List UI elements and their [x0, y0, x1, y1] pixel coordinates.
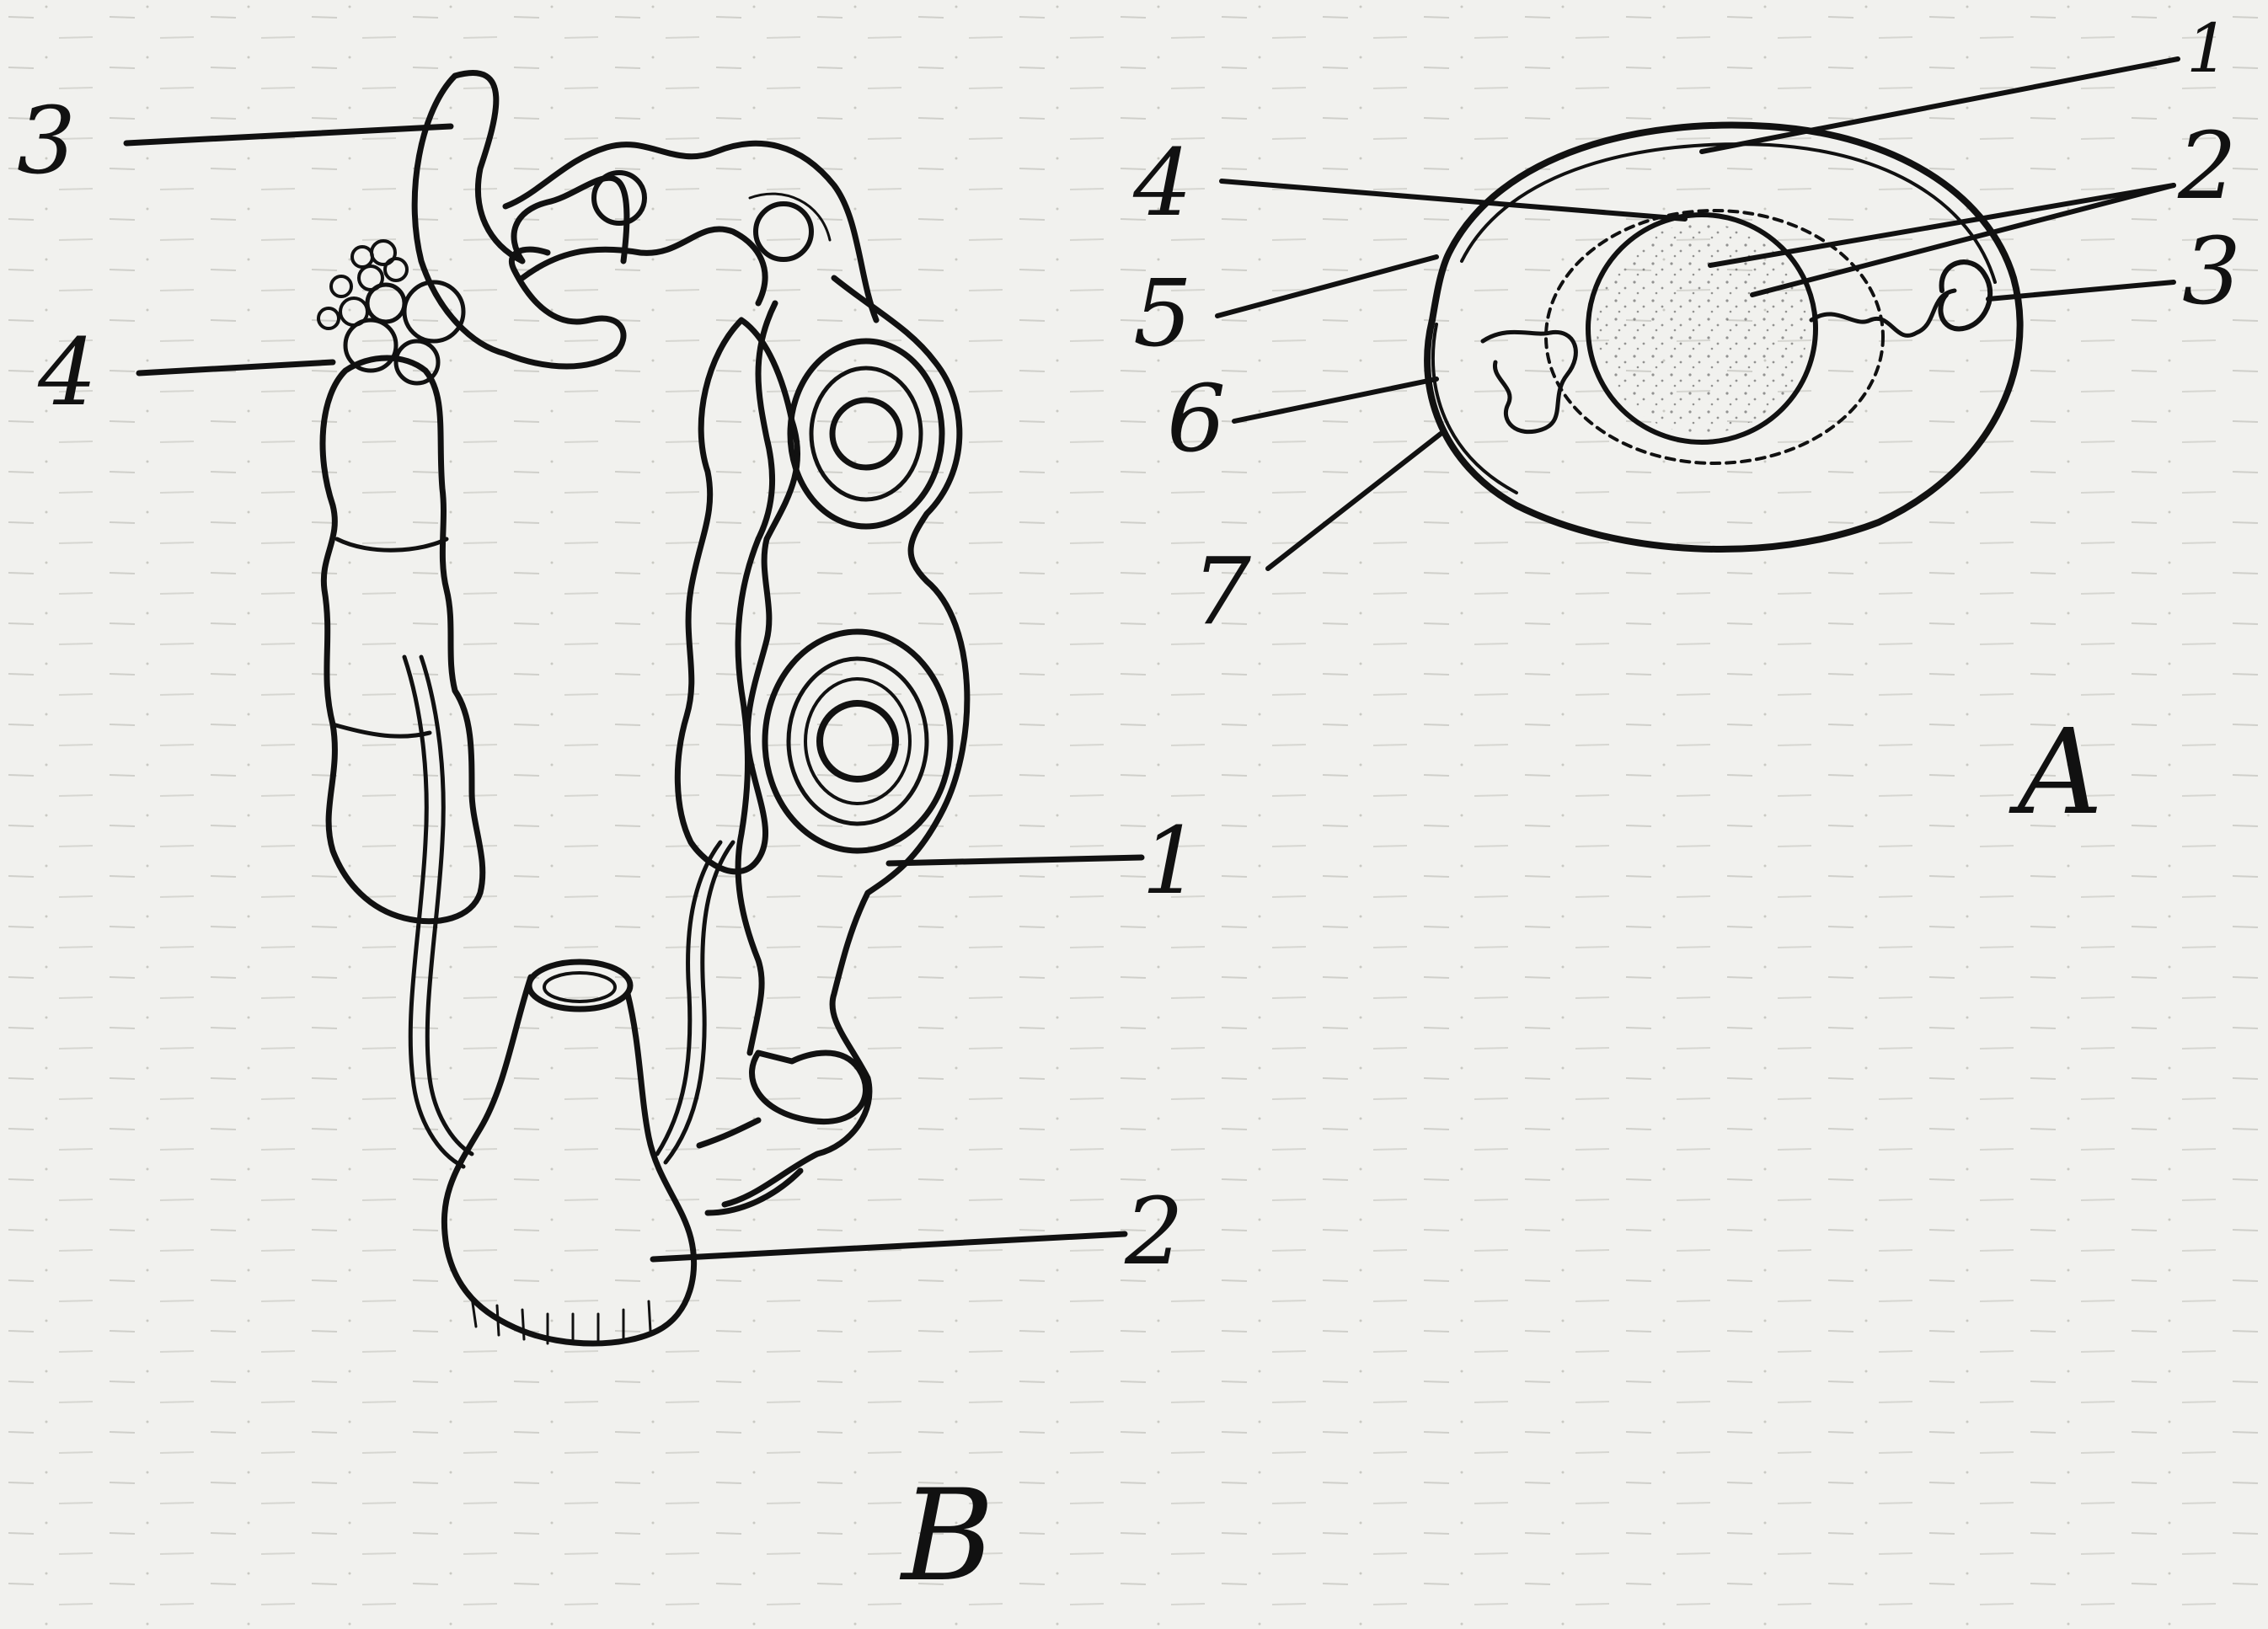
panel-b-label-4: 4 — [37, 318, 97, 426]
panel-a-label-4: 4 — [1132, 129, 1192, 237]
panel-a-label-6: 6 — [1167, 365, 1226, 473]
panel-a-label-3: 3 — [2182, 217, 2241, 325]
panel-b-letter: B — [899, 1463, 994, 1610]
panel-b-label-3: 3 — [17, 87, 76, 195]
panel-a-letter: A — [2009, 704, 2103, 841]
panel-a-label-1: 1 — [2186, 9, 2229, 88]
panel-a-label-2: 2 — [2177, 112, 2237, 220]
panel-b-label-1: 1 — [1142, 807, 1201, 915]
panel-a-label-5: 5 — [1133, 259, 1192, 367]
panel-b-label-2: 2 — [1124, 1178, 1184, 1285]
panel-a-label-7: 7 — [1192, 537, 1251, 645]
